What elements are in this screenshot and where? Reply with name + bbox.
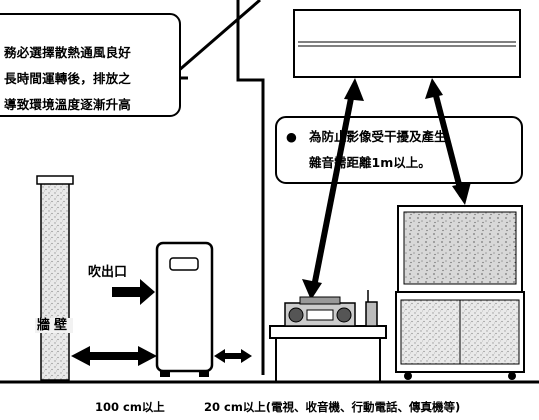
warning-line-1: 為防止影像受干擾及產生	[309, 129, 447, 144]
wall-label: 牆壁	[35, 318, 74, 333]
wall-pillar	[36, 175, 74, 381]
television	[397, 205, 523, 293]
device-gap-label: 20 cm以上(電視、收音機、行動電話、傳真機等)	[204, 400, 461, 414]
warning-bullet: ●	[286, 129, 297, 144]
warning-line-2: 雜音需距離1m以上。	[309, 155, 431, 170]
radio	[284, 296, 356, 327]
notice-line-2: 長時間運轉後，排放之	[4, 71, 132, 86]
interference-arrows	[302, 78, 471, 300]
notice-box	[0, 13, 181, 117]
air-conditioner	[293, 9, 521, 78]
blow-out-label: 吹出口	[88, 265, 128, 280]
radio-table	[269, 325, 387, 381]
blow-out-arrow	[112, 279, 155, 305]
portable-unit	[155, 241, 214, 377]
warning-box	[275, 116, 523, 184]
notice-line-1: 務必選擇散熱通風良好	[4, 45, 132, 60]
wall-gap-label: 100 cm以上	[95, 400, 165, 414]
distance-arrows	[71, 346, 252, 366]
notice-line-3: 導致環境溫度逐漸升高	[4, 97, 132, 112]
tv-cabinet	[395, 291, 525, 380]
phone	[365, 290, 378, 327]
